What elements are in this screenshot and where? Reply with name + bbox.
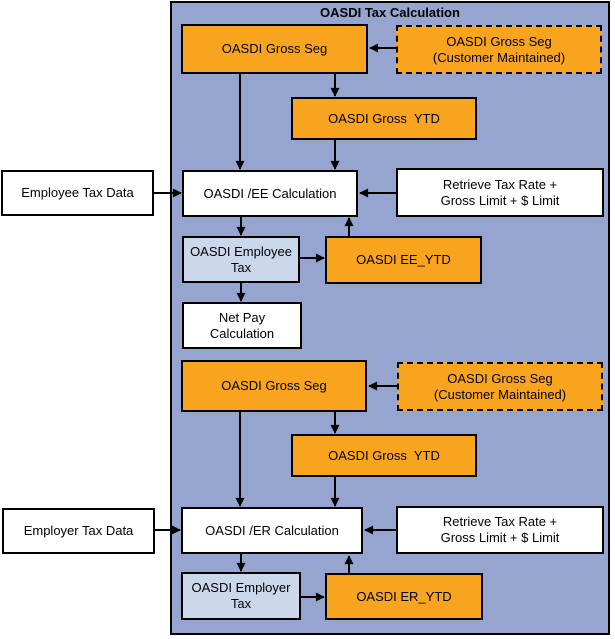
- node-oasdi-gross-seg-ee: OASDI Gross Seg: [181, 24, 368, 74]
- node-oasdi-employee-tax: OASDI Employee Tax: [182, 236, 300, 283]
- node-oasdi-gross-seg-er: OASDI Gross Seg: [181, 360, 367, 412]
- node-oasdi-gross-ytd-er: OASDI Gross YTD: [291, 434, 477, 477]
- node-oasdi-ee-ytd: OASDI EE_YTD: [325, 236, 482, 284]
- node-retrieve-tax-rate-er: Retrieve Tax Rate + Gross Limit + $ Limi…: [396, 506, 604, 554]
- node-oasdi-er-ytd: OASDI ER_YTD: [325, 573, 483, 620]
- node-oasdi-gross-seg-customer-er: OASDI Gross Seg (Customer Maintained): [397, 362, 603, 411]
- node-oasdi-employer-tax: OASDI Employer Tax: [181, 572, 301, 620]
- diagram-title: OASDI Tax Calculation: [320, 5, 460, 20]
- node-oasdi-gross-seg-customer-ee: OASDI Gross Seg (Customer Maintained): [396, 25, 602, 74]
- node-oasdi-er-calculation: OASDI /ER Calculation: [181, 507, 363, 554]
- node-net-pay-calculation: Net Pay Calculation: [182, 302, 302, 349]
- node-oasdi-gross-ytd-ee: OASDI Gross YTD: [291, 97, 477, 140]
- node-retrieve-tax-rate-ee: Retrieve Tax Rate + Gross Limit + $ Limi…: [396, 168, 604, 217]
- node-employee-tax-data: Employee Tax Data: [1, 170, 154, 216]
- node-oasdi-ee-calculation: OASDI /EE Calculation: [182, 170, 358, 217]
- node-employer-tax-data: Employer Tax Data: [2, 508, 155, 554]
